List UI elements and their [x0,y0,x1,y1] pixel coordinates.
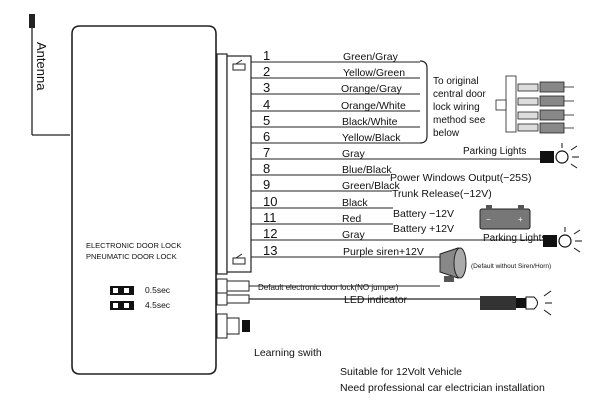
wire-number: 11 [263,210,277,225]
power-windows-label: Power Windows Output(−25S) [390,172,532,184]
jumper-fast [110,286,134,295]
wire-number: 7 [263,145,270,160]
wire-number: 13 [263,243,277,258]
svg-text:+: + [518,215,523,224]
svg-text:−: − [486,215,491,224]
wire-color-label: Purple siren+12V [343,246,424,258]
central-lock-bracket: To original central door lock wiring met… [419,60,486,144]
central-lock-note-5: below [433,128,460,139]
central-lock-note-1: To original [433,76,479,87]
siren-note: (Default without Siren/Horn) [471,263,551,270]
footer-line-1: Suitable for 12Volt Vehicle [340,366,462,378]
wire-labels: 1 Green/Gray 2 Yellow/Green 3 Orange/Gray 4 Ora… [263,48,424,258]
battery-negative-label: Battery −12V [393,208,454,220]
wire-number: 5 [263,113,270,128]
antenna-tip [29,14,35,28]
central-lock-note-2: central door [433,89,486,100]
wire-number: 8 [263,161,270,176]
module-label-line2: PNEUMATIC DOOR LOCK [86,252,177,261]
siren-icon: (Default without Siren/Horn) [439,247,551,282]
wire-number: 10 [263,194,277,209]
jumper-fast-label: 0.5sec [145,285,171,295]
wire-number: 6 [263,129,270,144]
wire-connector [216,53,252,275]
wire-lines [251,61,543,258]
antenna-label: Antenna [34,42,49,91]
module-label-line1: ELECTRONIC DOOR LOCK [86,241,181,250]
wire-number: 12 [263,226,277,241]
wire-color-label: Green/Black [342,180,401,192]
jumper-slow-label: 4.5sec [145,300,171,310]
parking-light-bulb-2: Parking Lights [483,227,582,253]
trunk-release-label: Trunk Release(−12V) [392,188,492,200]
wire-color-label: Yellow/Green [343,67,405,79]
antenna: Antenna [29,14,70,136]
wire-color-label: Gray [342,229,366,241]
wire-color-label: Blue/Black [342,164,392,176]
battery-icon: − + [479,205,531,230]
central-lock-note-3: lock wiring [433,102,480,113]
learning-switch-label: Learning swith [254,347,322,359]
wire-color-label: Black [342,197,368,209]
parking-lights-label-2: Parking Lights [483,233,546,244]
control-module: ELECTRONIC DOOR LOCK PNEUMATIC DOOR LOCK… [71,25,217,375]
footer-line-2: Need professional car electrician instal… [340,382,545,394]
jumper-slow [110,301,134,310]
wire-color-label: Orange/White [341,100,406,112]
led-icon [480,290,552,316]
wire-color-label: Black/White [342,116,398,128]
wire-color-label: Yellow/Black [342,132,401,144]
aux-connectors [216,278,250,339]
door-lock-default-label: Default electronic door lock(NO jumper) [258,283,399,292]
wire-number: 9 [263,177,270,192]
parking-light-bulb-1: Parking Lights [463,143,579,169]
central-lock-note-4: method see [433,115,486,126]
wire-number: 4 [263,97,270,112]
wire-number: 2 [263,64,270,79]
central-lock-connector-icon [495,75,574,134]
wire-number: 3 [263,80,270,95]
wire-number: 1 [263,48,270,63]
led-indicator-label: LED indicator [344,294,408,306]
wire-color-label: Green/Gray [343,51,399,63]
battery-positive-label: Battery +12V [393,223,454,235]
wire-color-label: Red [342,213,361,225]
parking-lights-label-1: Parking Lights [463,146,526,157]
wire-color-label: Gray [342,148,366,160]
wire-color-label: Orange/Gray [341,83,402,95]
